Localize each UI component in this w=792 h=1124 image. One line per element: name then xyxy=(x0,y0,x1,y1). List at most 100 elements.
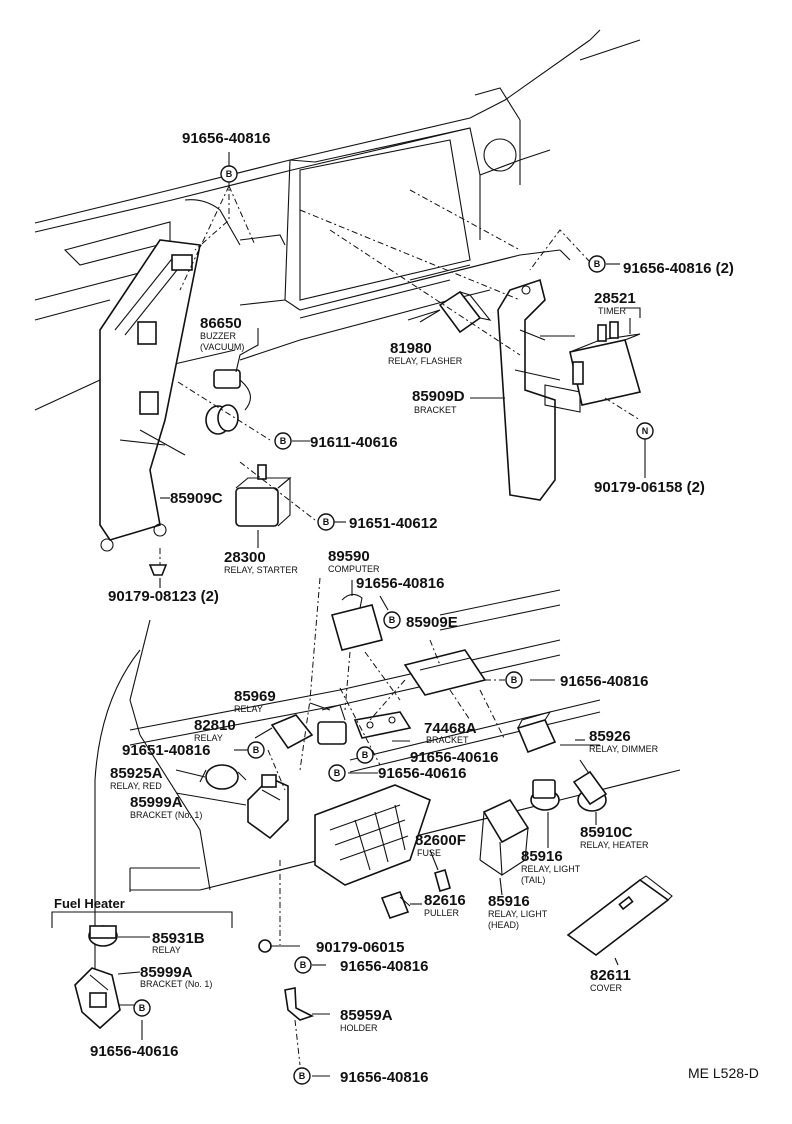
lower-panel-outline xyxy=(94,589,681,1010)
b-badge-8: B xyxy=(247,741,265,759)
part-desc-85931b: RELAY xyxy=(152,945,181,955)
diagram-id: ME L528-D xyxy=(688,1065,759,1081)
bracket-85999a-fh-drawing xyxy=(74,967,121,1030)
part-label-85925a: 85925A xyxy=(110,765,163,782)
part-label-91656-40816-2: 91656-40816 (2) xyxy=(623,260,734,277)
fuel-heater-box xyxy=(51,911,233,928)
b-badge-5: B xyxy=(383,611,401,629)
n-badge: N xyxy=(636,422,654,440)
part-desc-85999a: BRACKET (No. 1) xyxy=(130,810,202,820)
cover-82611-drawing xyxy=(566,875,673,956)
svg-text:B: B xyxy=(280,436,287,446)
relay-85931b-drawing xyxy=(88,925,118,947)
part-label-89590: 89590 xyxy=(328,548,370,565)
fuel-heater-title: Fuel Heater xyxy=(54,896,125,911)
relay-28300-drawing xyxy=(235,464,292,527)
part-label-81980: 81980 xyxy=(390,340,432,357)
relay-85925a-drawing xyxy=(199,764,247,790)
svg-text:B: B xyxy=(139,1003,146,1013)
part-desc-85999a-fh: BRACKET (No. 1) xyxy=(140,979,212,989)
part-label-85916-tail: 85916 xyxy=(521,848,563,865)
relay-85910c-drawing xyxy=(572,770,608,812)
svg-text:B: B xyxy=(323,517,330,527)
svg-text:N: N xyxy=(642,426,649,436)
svg-text:B: B xyxy=(511,675,518,685)
b-badge-10: B xyxy=(294,956,312,974)
svg-text:B: B xyxy=(299,1071,306,1081)
b-badge-4: B xyxy=(317,513,335,531)
fastener-drawings xyxy=(148,564,272,953)
bracket-85909e-drawing xyxy=(403,649,487,696)
part-label-91656-40816-d: 91656-40816 xyxy=(340,958,428,975)
b-badge-9: B xyxy=(328,764,346,782)
part-label-85999a-fh: 85999A xyxy=(140,964,193,981)
part-desc-82616: PULLER xyxy=(424,908,460,918)
part-desc-82600f: FUSE xyxy=(417,848,441,858)
part-label-90179-08123: 90179-08123 (2) xyxy=(108,588,219,605)
part-desc-85916-head-line2: (HEAD) xyxy=(488,920,519,930)
part-desc-85916-tail-line1: RELAY, LIGHT xyxy=(521,864,581,874)
timer-28521-drawing xyxy=(569,321,642,406)
svg-text:B: B xyxy=(334,768,341,778)
part-label-85910c: 85910C xyxy=(580,824,633,841)
part-label-91656-40816-bot: 91656-40816 xyxy=(340,1069,428,1086)
b-badge-12: B xyxy=(293,1067,311,1085)
part-desc-86650-line1: BUZZER xyxy=(200,331,237,341)
bracket-85909c-drawing xyxy=(99,239,201,552)
computer-89590-drawing xyxy=(331,593,383,651)
part-label-85909c: 85909C xyxy=(170,490,223,507)
relay-cluster-drawing xyxy=(270,704,412,750)
part-label-91656-40616-a: 91656-40616 xyxy=(410,749,498,766)
part-desc-85910c: RELAY, HEATER xyxy=(580,840,649,850)
relay-85916-tail-drawing xyxy=(530,779,560,811)
part-label-91656-40816-top: 91656-40816 xyxy=(182,130,270,147)
holder-85959a-drawing xyxy=(284,987,315,1021)
part-desc-85909d: BRACKET xyxy=(414,405,457,415)
part-desc-85959a: HOLDER xyxy=(340,1023,378,1033)
part-label-82810: 82810 xyxy=(194,717,236,734)
part-desc-85916-tail-line2: (TAIL) xyxy=(521,875,545,885)
buzzer-86650-drawing xyxy=(205,369,251,435)
b-badge-11: B xyxy=(133,999,151,1017)
part-label-85969: 85969 xyxy=(234,688,276,705)
part-label-82611: 82611 xyxy=(590,967,631,984)
part-desc-86650-line2: (VACUUM) xyxy=(200,342,244,352)
part-label-85926: 85926 xyxy=(589,728,631,745)
part-label-91656-40616-fh: 91656-40616 xyxy=(90,1043,178,1060)
part-desc-28521: TIMER xyxy=(598,306,626,316)
svg-text:B: B xyxy=(594,259,601,269)
part-label-85999a: 85999A xyxy=(130,794,183,811)
part-label-91656-40816-c: 91656-40816 xyxy=(356,575,444,592)
relay-85916-head-drawing xyxy=(479,798,530,876)
b-badge-1: B xyxy=(220,165,238,183)
part-desc-82611: COVER xyxy=(590,983,623,993)
part-desc-81980: RELAY, FLASHER xyxy=(388,356,463,366)
part-desc-85916-head-line1: RELAY, LIGHT xyxy=(488,909,548,919)
part-desc-82810: RELAY xyxy=(194,733,223,743)
part-label-82600f: 82600F xyxy=(415,832,466,849)
part-label-86650: 86650 xyxy=(200,315,242,332)
fuse-82600f-drawing xyxy=(434,868,451,893)
part-label-85931b: 85931B xyxy=(152,930,205,947)
part-label-90179-06158: 90179-06158 (2) xyxy=(594,479,705,496)
part-desc-28300: RELAY, STARTER xyxy=(224,565,298,575)
part-label-85909d: 85909D xyxy=(412,388,465,405)
b-badge-2: B xyxy=(588,255,606,273)
svg-text:B: B xyxy=(389,615,396,625)
part-desc-74468a: BRACKET xyxy=(426,735,469,745)
relay-81980-drawing xyxy=(438,290,492,334)
bracket-85999a-drawing xyxy=(247,774,289,840)
part-label-28300: 28300 xyxy=(224,549,266,566)
relay-85926-drawing xyxy=(516,711,557,754)
part-label-82616: 82616 xyxy=(424,892,466,909)
part-label-85916-head: 85916 xyxy=(488,893,530,910)
part-label-91611-40616: 91611-40616 xyxy=(310,434,398,451)
leader-lines xyxy=(117,152,646,1077)
part-label-74468a: 74468A xyxy=(424,720,477,737)
svg-text:B: B xyxy=(253,745,260,755)
bracket-85909d-drawing xyxy=(497,278,581,501)
part-label-91651-40816: 91651-40816 xyxy=(122,742,210,759)
b-badge-6: B xyxy=(505,671,523,689)
part-label-91656-40616-b: 91656-40616 xyxy=(378,765,466,782)
